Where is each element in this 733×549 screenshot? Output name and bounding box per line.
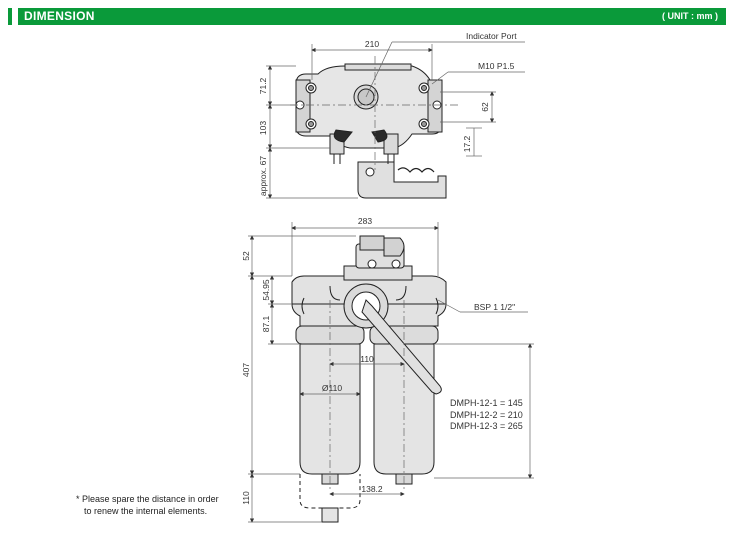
front-dim-offset: 138.2	[361, 484, 383, 494]
top-dim-r1: 62	[480, 102, 490, 112]
top-dim-h1: 71.2	[258, 77, 268, 94]
front-dim-v1: 52	[241, 251, 251, 261]
section-title: DIMENSION	[24, 9, 95, 23]
header-side-bar	[8, 8, 12, 25]
front-dim-total: 407	[241, 363, 251, 377]
header-accent-mark	[14, 8, 18, 25]
port-label: BSP 1 1/2"	[474, 302, 515, 312]
model-length-list: DMPH-12-1 = 145 DMPH-12-2 = 210 DMPH-12-…	[450, 398, 523, 433]
note-line: * Please spare the distance in order	[76, 494, 219, 504]
top-view	[295, 63, 447, 199]
front-dim-bottom: 110	[241, 491, 251, 505]
front-dim-diameter: Ø110	[322, 383, 342, 393]
thread-label: M10 P1.5	[478, 61, 515, 71]
front-dim-v3: 87.1	[261, 315, 271, 332]
service-note: * Please spare the distance in order to …	[76, 493, 219, 517]
front-dim-center: 110	[360, 354, 374, 364]
unit-label: ( UNIT : mm )	[662, 11, 718, 21]
front-dim-v2: 54.95	[261, 279, 271, 301]
front-dim-width: 283	[358, 216, 372, 226]
top-dim-width: 210	[365, 39, 379, 49]
note-line: to renew the internal elements.	[84, 506, 208, 516]
top-dim-r2: 17.2	[462, 135, 472, 152]
section-header: DIMENSION ( UNIT : mm )	[14, 8, 726, 25]
model-item: DMPH-12-2 = 210	[450, 409, 523, 420]
front-view	[291, 235, 447, 523]
indicator-port-label: Indicator Port	[466, 31, 517, 41]
model-item: DMPH-12-1 = 145	[450, 398, 523, 408]
top-dim-h2: 103	[258, 121, 268, 135]
model-item: DMPH-12-3 = 265	[450, 421, 523, 431]
top-dim-h3: approx. 67	[258, 156, 268, 196]
